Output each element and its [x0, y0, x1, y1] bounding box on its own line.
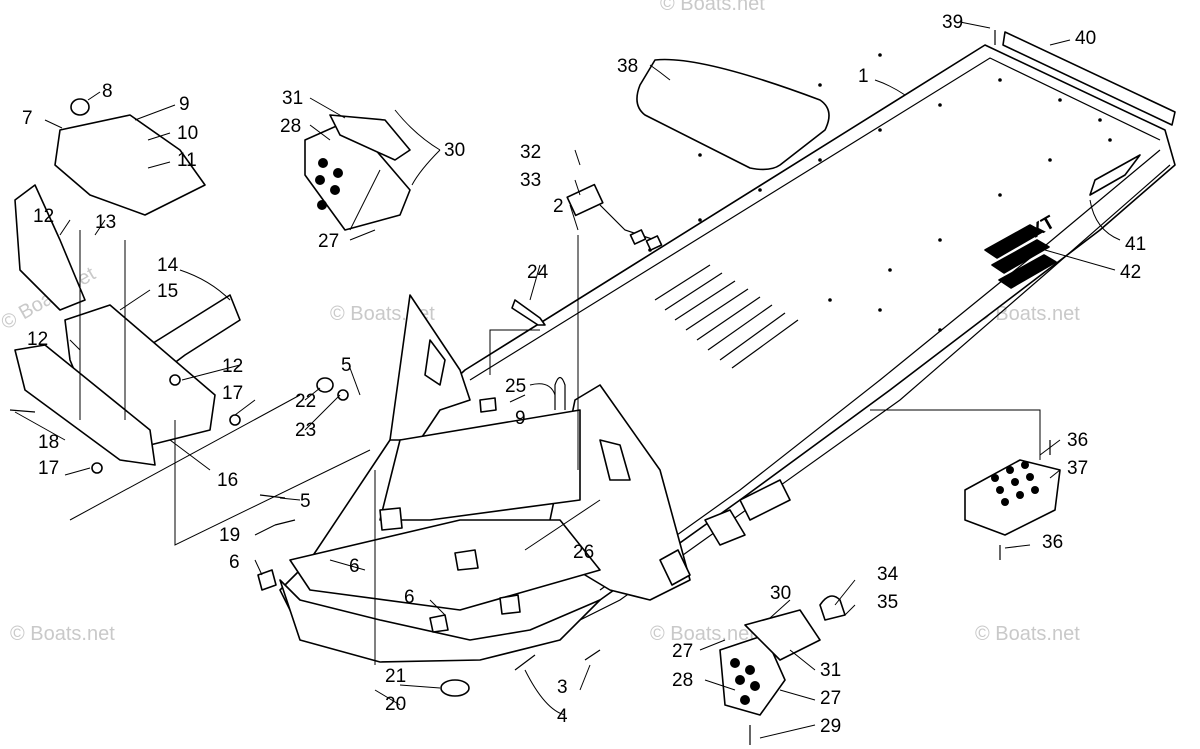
- callout-2: 2: [553, 196, 564, 217]
- callout-17a: 17: [222, 383, 243, 404]
- callout-34: 34: [877, 564, 899, 585]
- callout-22: 22: [295, 391, 316, 412]
- bracket-left: [14, 184, 86, 311]
- callout-36a: 36: [1067, 430, 1088, 451]
- callout-30a: 30: [444, 140, 465, 161]
- callout-31a: 31: [282, 88, 303, 109]
- callout-18: 18: [38, 432, 59, 453]
- fasteners: [9, 30, 1051, 745]
- callout-25: 25: [505, 376, 526, 397]
- callout-15: 15: [157, 281, 178, 302]
- callout-40: 40: [1075, 28, 1096, 49]
- callout-26: 26: [573, 542, 594, 563]
- callout-35: 35: [877, 592, 898, 613]
- callout-31b: 31: [820, 660, 841, 681]
- plate-37-holes: [991, 461, 1039, 506]
- callout-38: 38: [617, 56, 638, 77]
- callout-9b: 9: [515, 408, 526, 429]
- callout-28b: 28: [672, 670, 693, 691]
- callout-42: 42: [1120, 262, 1141, 283]
- callout-10: 10: [177, 123, 198, 144]
- callout-9a: 9: [179, 94, 190, 115]
- callout-27a: 27: [318, 231, 339, 252]
- plate-37: [964, 459, 1061, 536]
- callout-6c: 6: [404, 587, 415, 608]
- knob-8: [70, 98, 90, 116]
- callout-24: 24: [527, 262, 549, 283]
- callout-37: 37: [1067, 458, 1088, 479]
- callout-4: 4: [557, 706, 568, 727]
- callout-27b: 27: [672, 641, 693, 662]
- leader-lines: [14, 21, 1121, 739]
- callout-21: 21: [385, 666, 406, 687]
- callout-27c: 27: [820, 688, 841, 709]
- clip-34: [819, 595, 846, 621]
- callout-32: 32: [520, 142, 541, 163]
- guard-31-bottom: [744, 609, 821, 661]
- guide-lines: [69, 169, 1041, 665]
- callout-5a: 5: [341, 355, 352, 376]
- chassis-tunnel: [279, 44, 1176, 663]
- watermark: © Boats.net: [975, 303, 1080, 325]
- callout-3: 3: [557, 677, 568, 698]
- callout-5b: 5: [300, 491, 311, 512]
- callout-20: 20: [385, 694, 406, 715]
- pad-38: [636, 58, 830, 171]
- callout-7: 7: [22, 108, 33, 129]
- callout-12c: 12: [222, 356, 243, 377]
- callout-17b: 17: [38, 458, 59, 479]
- callout-41: 41: [1125, 234, 1146, 255]
- guard-28-top-holes: [315, 158, 343, 210]
- callout-numbers: 1 2 3 4 5 5 6 6 6 7 8 9 9 10 11 12 12 12…: [22, 12, 1146, 737]
- tunnel-vents: [654, 264, 799, 369]
- callout-1: 1: [858, 66, 869, 87]
- callout-8: 8: [102, 81, 113, 102]
- decal-42: XT: [984, 212, 1059, 289]
- callout-29: 29: [820, 716, 841, 737]
- callout-12b: 12: [27, 329, 48, 350]
- callout-13: 13: [95, 212, 116, 233]
- cover-7: [54, 114, 206, 216]
- connector-24: [511, 299, 546, 326]
- callout-6a: 6: [229, 552, 240, 573]
- watermark: © Boats.net: [975, 623, 1080, 645]
- guard-31-top: [329, 114, 411, 161]
- callout-28a: 28: [280, 116, 301, 137]
- callout-11: 11: [177, 150, 197, 171]
- callout-16: 16: [217, 470, 238, 491]
- callout-12a: 12: [33, 206, 54, 227]
- decal-41: [1089, 154, 1141, 196]
- watermark: © Boats.net: [660, 0, 765, 15]
- callout-39: 39: [942, 12, 963, 33]
- callout-23: 23: [295, 420, 316, 441]
- callout-36b: 36: [1042, 532, 1063, 553]
- callout-6b: 6: [349, 556, 360, 577]
- callout-30b: 30: [770, 583, 791, 604]
- watermark: © Boats.net: [650, 623, 755, 645]
- callout-33: 33: [520, 170, 541, 191]
- watermark: © Boats.net: [10, 623, 115, 645]
- strap-25: [554, 376, 566, 410]
- callout-14: 14: [157, 255, 179, 276]
- guard-28-bottom-holes: [730, 658, 760, 705]
- rail-18: [14, 344, 156, 466]
- tunnel-holes: [648, 53, 1112, 332]
- module-33: [566, 183, 604, 217]
- rail-40: [1002, 31, 1176, 126]
- callout-19: 19: [219, 525, 240, 546]
